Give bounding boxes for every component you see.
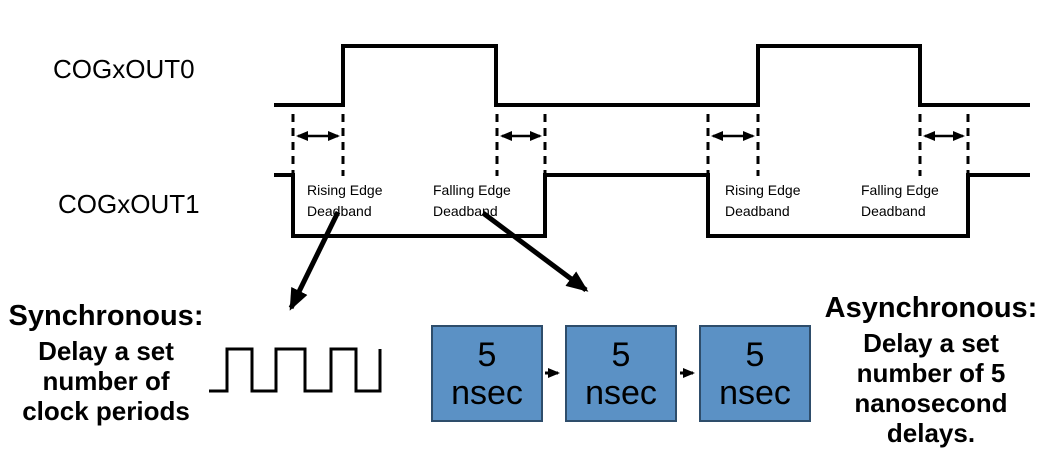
delay-cell: 5 nsec bbox=[431, 325, 543, 422]
arrow-to-clock-waveform bbox=[288, 210, 341, 311]
delay-cell-value: 5 bbox=[611, 335, 631, 374]
cogxout0-waveform bbox=[274, 44, 1030, 107]
arrow-to-delay-chain bbox=[481, 210, 589, 293]
deadband-label-falling-1: Falling Edge Deadband bbox=[433, 180, 511, 222]
signal-label-cogxout0: COGxOUT0 bbox=[53, 54, 195, 84]
deadband-label-line: Deadband bbox=[861, 203, 926, 219]
delay-cell-unit: nsec bbox=[451, 373, 523, 412]
asynchronous-note-line: Delay a set bbox=[863, 328, 999, 358]
deadband-label-line: Rising Edge bbox=[307, 182, 383, 198]
signal-label-cogxout1: COGxOUT1 bbox=[58, 189, 200, 219]
deadband-label-rising-1: Rising Edge Deadband bbox=[307, 180, 383, 222]
delay-cell: 5 nsec bbox=[565, 325, 677, 422]
synchronous-note-line: number of bbox=[42, 366, 170, 396]
asynchronous-note-line: delays. bbox=[886, 418, 976, 448]
asynchronous-note: Asynchronous: Delay a set number of 5 na… bbox=[815, 292, 1047, 448]
asynchronous-note-line: number of 5 bbox=[856, 358, 1006, 388]
synchronous-heading: Synchronous: bbox=[8, 300, 204, 332]
delay-cell-value: 5 bbox=[745, 335, 765, 374]
synchronous-note-line: Delay a set bbox=[38, 336, 174, 366]
deadband-label-rising-2: Rising Edge Deadband bbox=[725, 180, 801, 222]
diagram-line-art bbox=[209, 44, 1030, 393]
deadband-label-line: Deadband bbox=[725, 203, 790, 219]
deadband-boundary-dashed-lines bbox=[291, 114, 970, 176]
delay-cell-unit: nsec bbox=[719, 373, 791, 412]
delay-cell-value: 5 bbox=[477, 335, 497, 374]
deadband-label-falling-2: Falling Edge Deadband bbox=[861, 180, 939, 222]
synchronous-note: Synchronous: Delay a set number of clock… bbox=[0, 300, 212, 426]
deadband-label-line: Falling Edge bbox=[433, 182, 511, 198]
deadband-label-line: Falling Edge bbox=[861, 182, 939, 198]
deadband-label-line: Rising Edge bbox=[725, 182, 801, 198]
asynchronous-note-line: nanosecond bbox=[854, 388, 1008, 418]
cogxout1-waveform bbox=[274, 173, 1030, 238]
delay-cell: 5 nsec bbox=[699, 325, 811, 422]
deadband-label-line: Deadband bbox=[307, 203, 372, 219]
clock-waveform bbox=[209, 347, 382, 393]
synchronous-note-line: clock periods bbox=[22, 396, 190, 426]
deadband-label-line: Deadband bbox=[433, 203, 498, 219]
delay-cell-unit: nsec bbox=[585, 373, 657, 412]
asynchronous-heading: Asynchronous: bbox=[824, 292, 1038, 324]
